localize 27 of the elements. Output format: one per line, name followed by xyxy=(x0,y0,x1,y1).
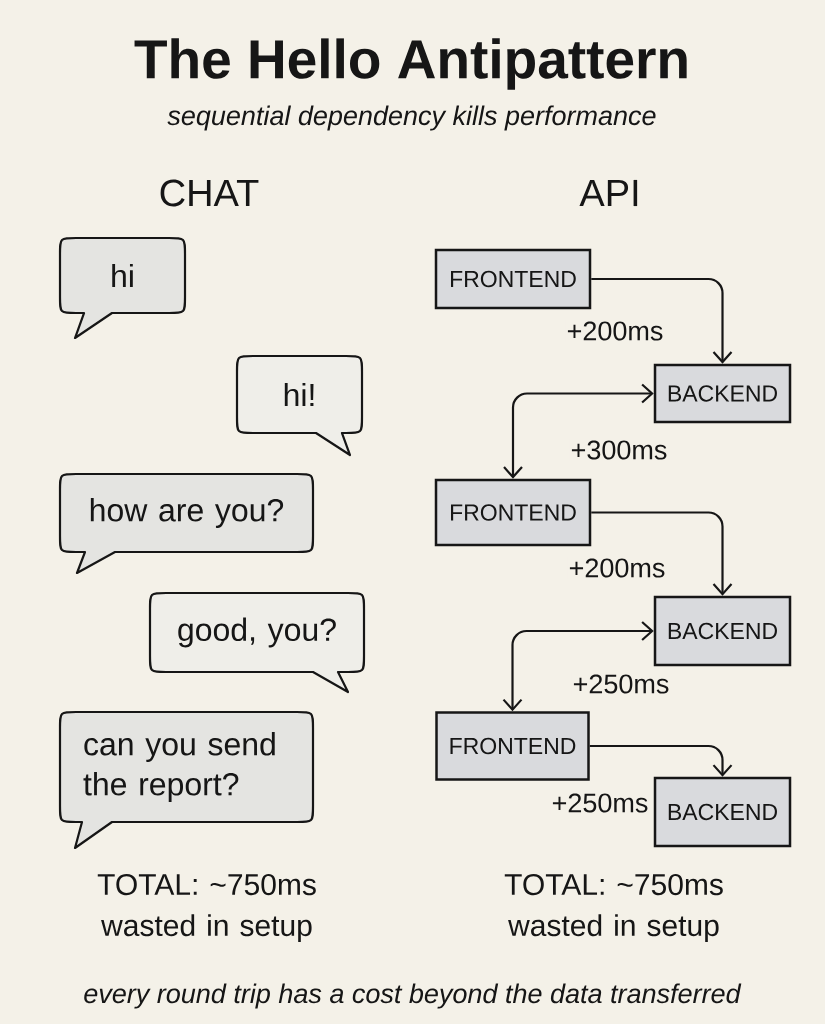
double-headed-arrow xyxy=(502,621,654,712)
column-heading: API xyxy=(579,179,638,207)
total-note: TOTAL: ~750ms wasted in setup xyxy=(504,873,723,943)
service-box: FRONTEND xyxy=(435,711,590,781)
latency-label: +250ms xyxy=(571,673,671,695)
title: The Hello Antipattern xyxy=(134,38,687,90)
speech-bubble: hi xyxy=(58,236,187,340)
speech-bubble: can you send the report? xyxy=(58,710,315,850)
speech-bubble: good, you? xyxy=(148,591,366,694)
service-box: FRONTEND xyxy=(434,478,592,547)
double-headed-arrow xyxy=(503,383,654,479)
service-box: BACKEND xyxy=(653,363,792,424)
latency-label: +200ms xyxy=(567,557,667,579)
arrow xyxy=(591,511,733,596)
latency-label: +200ms xyxy=(565,320,665,342)
caption: every round trip has a cost beyond the data transferred xyxy=(84,983,742,1009)
latency-label: +250ms xyxy=(550,792,650,814)
arrow xyxy=(591,277,733,364)
speech-bubble: how are you? xyxy=(58,472,315,575)
service-box: FRONTEND xyxy=(434,248,592,310)
latency-label: +300ms xyxy=(569,439,669,461)
subtitle: sequential dependency kills performance xyxy=(167,105,656,131)
speech-bubble: hi! xyxy=(235,354,364,457)
service-box: BACKEND xyxy=(653,776,792,848)
column-heading: CHAT xyxy=(160,179,259,207)
arrow xyxy=(589,744,733,777)
service-box: BACKEND xyxy=(653,595,792,667)
